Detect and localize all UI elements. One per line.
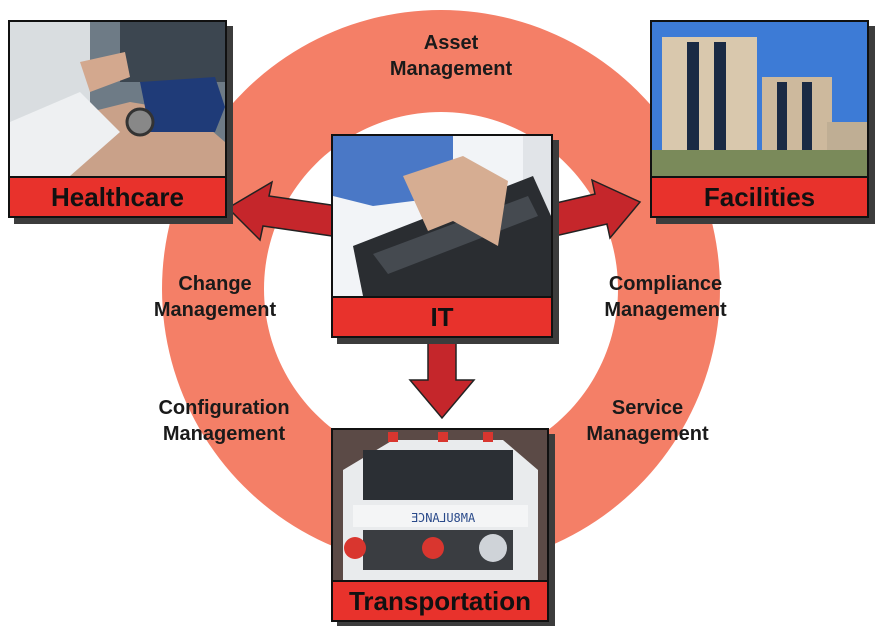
management-ring bbox=[162, 10, 721, 568]
service-label-line2: Management bbox=[586, 423, 709, 445]
configuration-management-label: Configuration Management bbox=[134, 395, 314, 447]
compliance-management-label: Compliance Management bbox=[578, 271, 753, 323]
svg-text:ƎƆNA⅃U8MA: ƎƆNA⅃U8MA bbox=[411, 511, 476, 525]
hospital-building-photo-icon bbox=[652, 22, 867, 176]
configuration-label-line2: Management bbox=[162, 423, 286, 445]
transportation-card[interactable]: ƎƆNA⅃U8MA Transportation bbox=[331, 428, 549, 622]
healthcare-title: Healthcare bbox=[10, 176, 225, 216]
facilities-card[interactable]: Facilities bbox=[650, 20, 869, 218]
arrow-to-healthcare bbox=[226, 180, 339, 242]
it-title: IT bbox=[333, 296, 551, 336]
healthcare-card[interactable]: Healthcare bbox=[8, 20, 227, 218]
compliance-label-line1: Compliance bbox=[608, 273, 723, 295]
asset-label-line1: Asset bbox=[423, 32, 479, 54]
laptop-typing-photo-icon bbox=[333, 136, 551, 296]
it-card[interactable]: IT bbox=[331, 134, 553, 338]
blood-pressure-photo-icon bbox=[10, 22, 225, 176]
asset-label-line2: Management bbox=[389, 58, 513, 80]
change-management-label: Change Management bbox=[130, 271, 300, 323]
change-label-line2: Management bbox=[153, 299, 277, 321]
transportation-title: Transportation bbox=[333, 580, 547, 620]
arrow-to-transportation bbox=[408, 333, 476, 420]
service-management-label: Service Management bbox=[565, 395, 730, 447]
ambulance-photo-icon: ƎƆNA⅃U8MA bbox=[333, 430, 547, 580]
arrow-to-facilities bbox=[541, 178, 642, 240]
compliance-label-line2: Management bbox=[604, 299, 727, 321]
service-label-line1: Service bbox=[611, 397, 684, 419]
configuration-label-line1: Configuration bbox=[158, 397, 290, 419]
asset-management-label: Asset Management bbox=[366, 30, 536, 82]
change-label-line1: Change bbox=[178, 273, 252, 295]
facilities-title: Facilities bbox=[652, 176, 867, 216]
